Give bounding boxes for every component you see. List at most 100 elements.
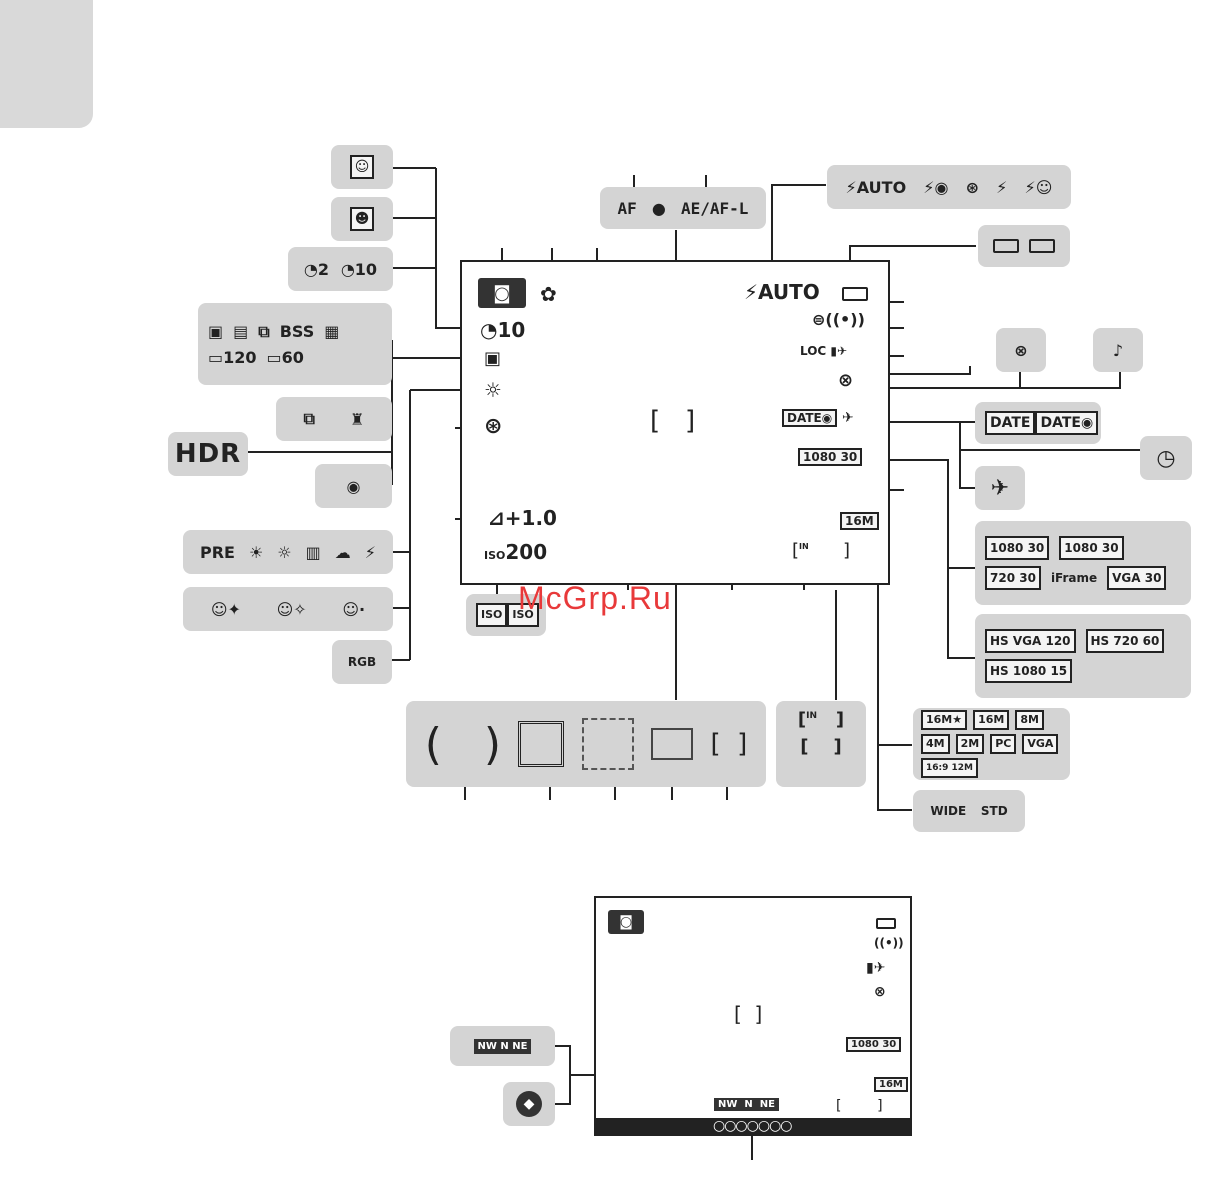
af-wide-bracket: ( ) — [424, 718, 501, 770]
std-icon: STD — [980, 804, 1008, 818]
memory-indicator-2: [ ] — [836, 1098, 883, 1114]
vr-indicator-2: ((•)) — [874, 936, 904, 950]
internal-memory-icon: [IN ] — [797, 709, 845, 730]
movie-vga-icon: VGA 30 — [1107, 566, 1167, 590]
rgb-box: RGB — [332, 640, 392, 684]
compass-icon: ◆ — [516, 1091, 542, 1117]
backlight-icon: ⧉ — [303, 409, 315, 428]
self-timer-indicator: ◔10 — [480, 318, 526, 342]
image-size-box: 16M★ 16M 8M 4M 2M PC VGA 16:9 12M — [913, 708, 1070, 780]
date-imprint-indicator: DATE◉ ✈ — [782, 409, 854, 427]
clock-box: ◷ — [1140, 436, 1192, 480]
af-target-frame — [581, 718, 634, 770]
night-portrait-icon: ♜ — [350, 409, 365, 429]
scene-box: ⧉ ♜ — [276, 397, 392, 441]
af-subject-frame — [651, 728, 694, 760]
self-timer-2-icon: ◔2 — [303, 259, 329, 279]
af-area-box: ( ) [ ] — [406, 701, 766, 787]
hs-1080-icon: HS 1080 15 — [985, 659, 1073, 683]
white-balance-box: PRE ☀ ☼ ▥ ☁ ⚡ — [183, 530, 393, 574]
gps-log-icon: LOC ▮✈ — [800, 344, 848, 358]
size-169-icon: 16:9 12M — [921, 758, 978, 778]
movie-option-indicator: 1080 30 — [798, 446, 863, 466]
watermark-text: McGrp.Ru — [518, 580, 672, 616]
movie-720-icon: 720 30 — [985, 566, 1041, 590]
dot-icon: ● — [651, 198, 666, 218]
skin-softening-box: ☺✦ ☺✧ ☺· — [183, 587, 393, 631]
monitor-screen: ◙ ✿ ⚡AUTO ◔10 ▣ ☼ ⊛ [ ] ⊿+1.0 ISO200 ⊜((… — [460, 260, 890, 585]
sound-box: ♪ — [1093, 328, 1143, 372]
flash-indicator: ⚡AUTO — [744, 280, 820, 304]
movie-indicator-2: 1080 30 — [846, 1032, 902, 1052]
clock-icon: ◷ — [1156, 445, 1176, 471]
hs-720-icon: HS 720 60 — [1085, 629, 1165, 653]
hdr-box: HDR — [168, 432, 248, 476]
multi-shot-icon: ▦ — [324, 322, 340, 341]
memory-box: [IN ] [ ] — [776, 701, 866, 787]
wide-std-box: WIDE STD — [913, 790, 1025, 832]
continuous-indicator: ▣ — [484, 348, 502, 369]
continuous-l-icon: ▤ — [233, 322, 249, 341]
camera-gps-icon: ◙ — [608, 910, 644, 934]
wide-icon: WIDE — [930, 804, 967, 818]
compass-strip: NW N NE — [473, 1038, 532, 1054]
skin-low-icon: ☺· — [342, 599, 366, 619]
fluorescent-icon: ▥ — [305, 542, 321, 562]
color-mode-icon: ⊛ — [484, 414, 503, 439]
continuous-120-icon: ▭120 — [208, 347, 257, 367]
battery-box — [978, 225, 1070, 267]
bss-icon: BSS — [279, 322, 315, 341]
focus-bracket-2: [ ] — [734, 1002, 763, 1026]
gps-log-indicator-2: ▮✈ — [866, 960, 886, 976]
cloudy-icon: ☁ — [334, 542, 351, 562]
date-box: DATE DATE◉ — [975, 402, 1101, 444]
eye-fi-box: ⊗ — [996, 328, 1046, 372]
blink-box: ◉ — [315, 464, 392, 508]
continuous-60-icon: ▭60 — [266, 347, 304, 367]
movie-1080-star-icon: 1080 30 — [985, 536, 1050, 560]
hdr-label: HDR — [174, 439, 242, 469]
size-pc-icon: PC — [990, 734, 1017, 754]
flash-auto-icon: ⚡AUTO — [845, 177, 907, 197]
smile-timer-box: ☺ — [331, 145, 393, 189]
flash-mode-box: ⚡AUTO ⚡◉ ⊛ ⚡ ⚡☺ — [827, 165, 1071, 209]
macro-icon: ✿ — [540, 282, 557, 306]
movie-options-box: 1080 30 1080 30 720 30 iFrame VGA 30 — [975, 521, 1191, 605]
continuous-h-icon: ▣ — [208, 322, 224, 341]
flash-slow-icon: ⚡☺ — [1024, 177, 1053, 197]
compass-screen: ◙ ((•)) ▮✈ ⊗ [ ] 1080 30 16M NW N NE [ ] — [594, 896, 912, 1136]
gps-icon-2: ⊗ — [874, 984, 886, 1000]
continuous-box: ▣ ▤ ⧉ BSS ▦ ▭120 ▭60 — [198, 303, 392, 385]
memory-indicator: [IN ] — [792, 540, 851, 561]
af-ael-box: AF ● AE/AF-L — [600, 187, 766, 229]
iframe-icon: iFrame — [1050, 571, 1098, 585]
chapter-tab — [0, 0, 93, 128]
hs-movie-box: HS VGA 120 HS 720 60 HS 1080 15 — [975, 614, 1191, 698]
size-vga-icon: VGA — [1022, 734, 1059, 754]
focus-area-bracket: [ ] — [650, 406, 696, 436]
battery-low-icon — [1029, 239, 1055, 253]
battery-indicator-2 — [876, 914, 896, 933]
gps-reception-icon: ⊗ — [838, 370, 854, 391]
camera-mode-icon: ◙ — [478, 278, 526, 308]
compass-screen-bar — [594, 1118, 912, 1136]
compass-box: NW N NE — [450, 1026, 555, 1066]
exposure-compensation: ⊿+1.0 — [488, 506, 557, 530]
self-timer-box: ◔2 ◔10 — [288, 247, 393, 291]
wb-indicator: ☼ — [484, 378, 502, 402]
skin-high-icon: ☺✦ — [210, 599, 241, 619]
daylight-icon: ☀ — [248, 542, 264, 562]
date-icon: DATE — [985, 411, 1036, 435]
blink-proof-icon: ◉ — [346, 476, 361, 496]
smile-timer-icon: ☺ — [349, 155, 375, 179]
compass-circles: ○○○○○○○ — [713, 1118, 793, 1134]
date-clock-icon: DATE◉ — [1035, 411, 1099, 435]
pet-timer-box: ☻ — [331, 197, 393, 241]
ae-af-lock: AE/AF-L — [681, 198, 749, 218]
vibration-reduction-icon: ⊜((•)) — [812, 310, 865, 329]
airplane-icon: ✈ — [990, 475, 1010, 501]
iso-indicator: ISO200 — [484, 540, 548, 564]
card-memory-icon: [ ] — [800, 736, 842, 757]
af-center-bracket: [ ] — [710, 729, 748, 759]
flash-wb-icon: ⚡ — [364, 542, 376, 562]
